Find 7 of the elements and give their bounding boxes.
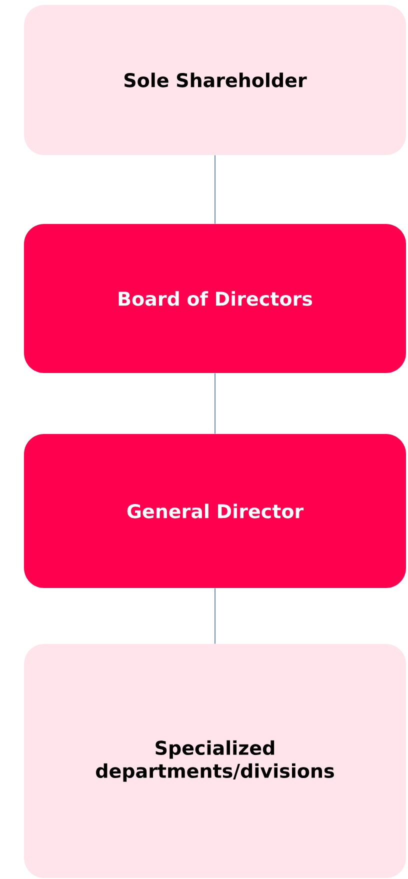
connector-line bbox=[214, 154, 216, 224]
connector-line bbox=[214, 588, 216, 644]
org-box: Board of Directors bbox=[24, 224, 406, 373]
org-box: Specialized departments/divisions bbox=[24, 644, 406, 878]
org-box: Sole Shareholder bbox=[24, 5, 406, 155]
org-box: General Director bbox=[24, 434, 406, 588]
connector-line bbox=[214, 372, 216, 434]
